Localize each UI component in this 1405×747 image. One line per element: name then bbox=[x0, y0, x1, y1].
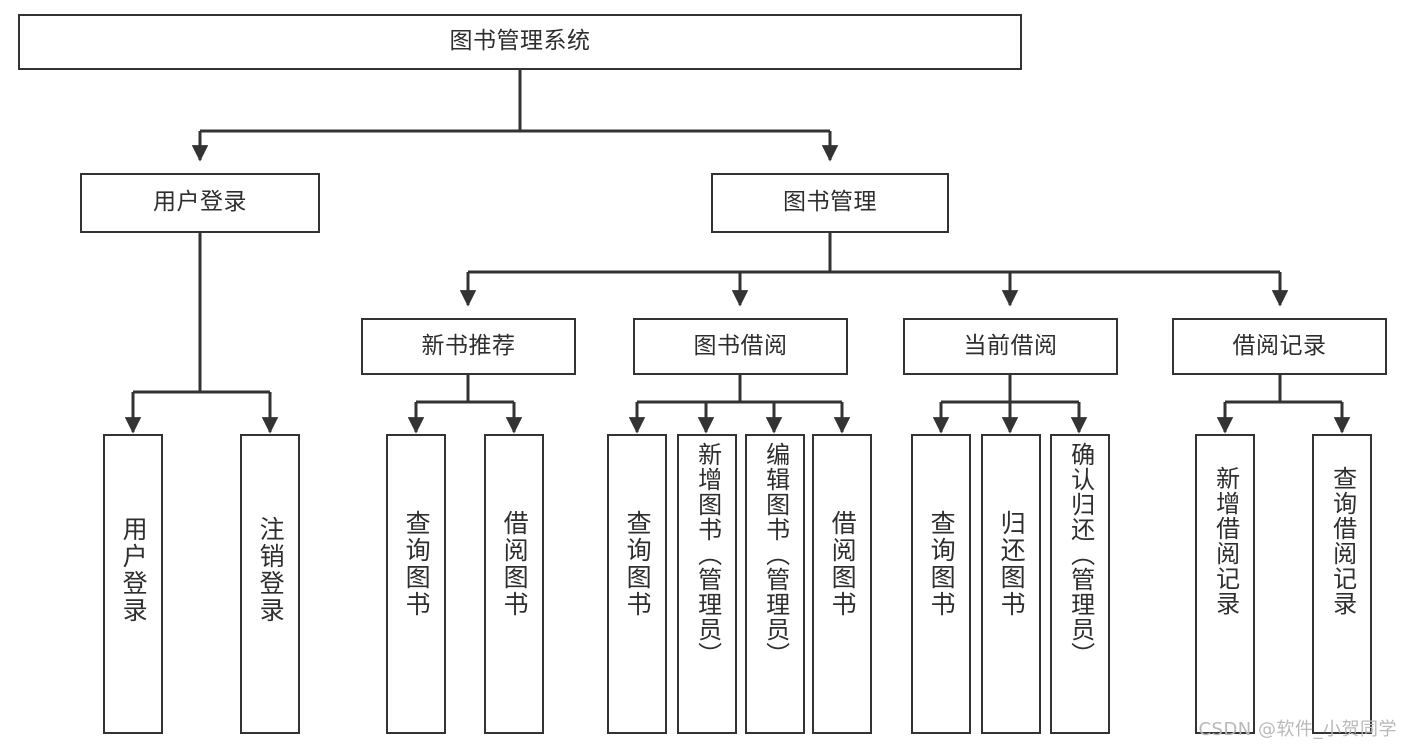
node-leaf-borrow-add[interactable]: 新增图书（管理员） bbox=[677, 434, 737, 734]
csdn-watermark: CSDN @软件_小贺同学 bbox=[1198, 719, 1397, 740]
node-leaf-borrow-query[interactable]: 查询图书 bbox=[607, 434, 667, 734]
node-leaf-rec-query-label: 查询图书 bbox=[402, 510, 432, 618]
node-leaf-borrow-lend-label: 借阅图书 bbox=[828, 510, 858, 618]
node-leaf-record-query-label: 查询借阅记录 bbox=[1328, 466, 1357, 616]
node-leaf-rec-borrow[interactable]: 借阅图书 bbox=[484, 434, 544, 734]
node-book-manage-label: 图书管理 bbox=[783, 189, 877, 216]
node-leaf-user-login[interactable]: 用户登录 bbox=[103, 434, 163, 734]
node-new-book-rec-label: 新书推荐 bbox=[421, 332, 516, 359]
node-leaf-cur-confirm[interactable]: 确认归还（管理员） bbox=[1050, 434, 1110, 734]
node-leaf-record-add[interactable]: 新增借阅记录 bbox=[1195, 434, 1255, 734]
node-leaf-record-query[interactable]: 查询借阅记录 bbox=[1312, 434, 1372, 734]
node-leaf-borrow-lend[interactable]: 借阅图书 bbox=[812, 434, 872, 734]
node-leaf-borrow-edit-label: 编辑图书（管理员） bbox=[761, 442, 790, 667]
node-borrow-record[interactable]: 借阅记录 bbox=[1172, 318, 1387, 375]
node-user-login-label: 用户登录 bbox=[153, 189, 247, 216]
node-leaf-borrow-add-label: 新增图书（管理员） bbox=[693, 442, 722, 667]
node-leaf-rec-borrow-label: 借阅图书 bbox=[500, 510, 530, 618]
node-book-borrow-label: 图书借阅 bbox=[693, 332, 788, 359]
node-leaf-cur-query[interactable]: 查询图书 bbox=[911, 434, 971, 734]
node-leaf-cur-confirm-label: 确认归还（管理员） bbox=[1066, 442, 1095, 667]
node-leaf-user-logout-label: 注销登录 bbox=[256, 516, 286, 624]
node-new-book-rec[interactable]: 新书推荐 bbox=[361, 318, 576, 375]
node-leaf-borrow-query-label: 查询图书 bbox=[623, 510, 653, 618]
node-borrow-record-label: 借阅记录 bbox=[1232, 332, 1327, 359]
node-user-login[interactable]: 用户登录 bbox=[80, 173, 320, 233]
node-leaf-borrow-edit[interactable]: 编辑图书（管理员） bbox=[745, 434, 805, 734]
node-leaf-cur-return-label: 归还图书 bbox=[997, 510, 1027, 618]
node-leaf-cur-query-label: 查询图书 bbox=[927, 510, 957, 618]
node-root-label: 图书管理系统 bbox=[449, 28, 591, 55]
node-root[interactable]: 图书管理系统 bbox=[18, 14, 1022, 70]
node-leaf-record-add-label: 新增借阅记录 bbox=[1211, 466, 1240, 616]
node-leaf-cur-return[interactable]: 归还图书 bbox=[981, 434, 1041, 734]
node-book-manage[interactable]: 图书管理 bbox=[711, 173, 949, 233]
node-current-borrow-label: 当前借阅 bbox=[963, 332, 1058, 359]
node-leaf-user-login-label: 用户登录 bbox=[119, 516, 149, 624]
node-leaf-rec-query[interactable]: 查询图书 bbox=[386, 434, 446, 734]
node-current-borrow[interactable]: 当前借阅 bbox=[903, 318, 1118, 375]
node-book-borrow[interactable]: 图书借阅 bbox=[633, 318, 848, 375]
node-leaf-user-logout[interactable]: 注销登录 bbox=[240, 434, 300, 734]
